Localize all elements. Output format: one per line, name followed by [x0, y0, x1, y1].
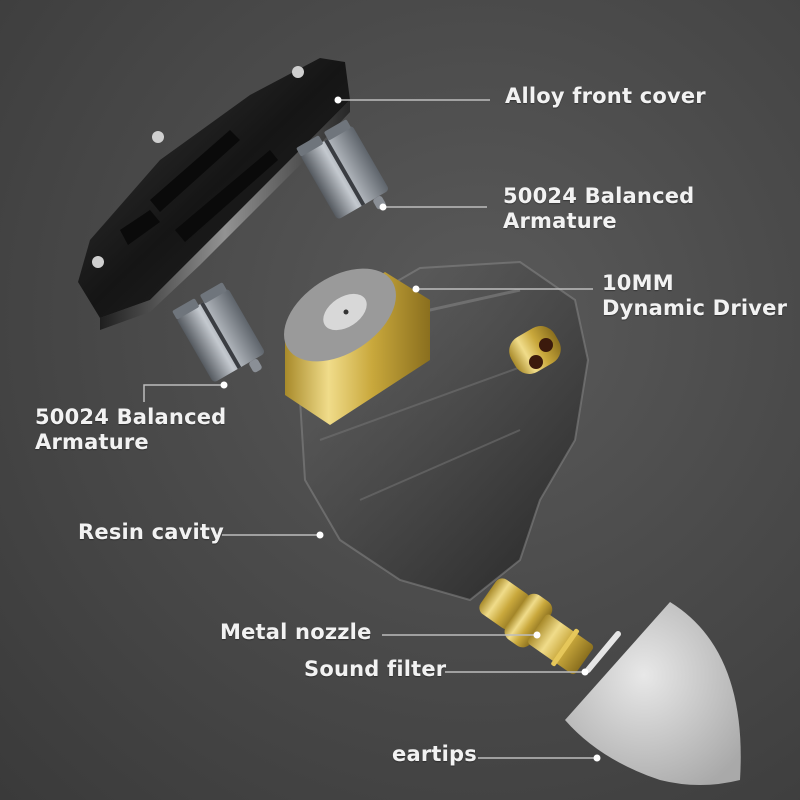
label-line: Alloy front cover	[505, 84, 706, 108]
eartip-icon	[565, 602, 741, 785]
label-balanced-armature-left: 50024 Balanced Armature	[35, 405, 226, 455]
balanced-armature-left-icon	[172, 282, 264, 382]
metal-nozzle-icon	[479, 578, 594, 675]
label-line: Resin cavity	[78, 520, 225, 544]
label-line: Dynamic Driver	[602, 296, 788, 320]
label-line: Sound filter	[304, 657, 447, 681]
label-alloy-front-cover: Alloy front cover	[505, 84, 706, 109]
label-metal-nozzle: Metal nozzle	[220, 620, 372, 645]
alloy-front-cover-icon	[78, 58, 350, 330]
label-balanced-armature-top: 50024 Balanced Armature	[503, 184, 694, 234]
balanced-armature-top-icon	[296, 119, 388, 219]
label-line: 10MM	[602, 271, 674, 295]
label-eartips: eartips	[392, 742, 477, 767]
label-line: 50024 Balanced	[503, 184, 695, 208]
label-sound-filter: Sound filter	[304, 657, 446, 682]
label-line: 50024 Balanced	[35, 405, 227, 429]
label-dynamic-driver: 10MM Dynamic Driver	[602, 271, 787, 321]
dynamic-driver-icon	[284, 268, 430, 425]
label-line: Armature	[35, 430, 149, 454]
leader-lines	[143, 99, 597, 759]
label-line: Metal nozzle	[220, 620, 372, 644]
leader-dots	[220, 96, 601, 762]
sound-filter-icon	[585, 631, 621, 673]
label-resin-cavity: Resin cavity	[78, 520, 224, 545]
label-line: eartips	[392, 742, 477, 766]
two-pin-socket-icon	[509, 326, 561, 374]
label-line: Armature	[503, 209, 617, 233]
